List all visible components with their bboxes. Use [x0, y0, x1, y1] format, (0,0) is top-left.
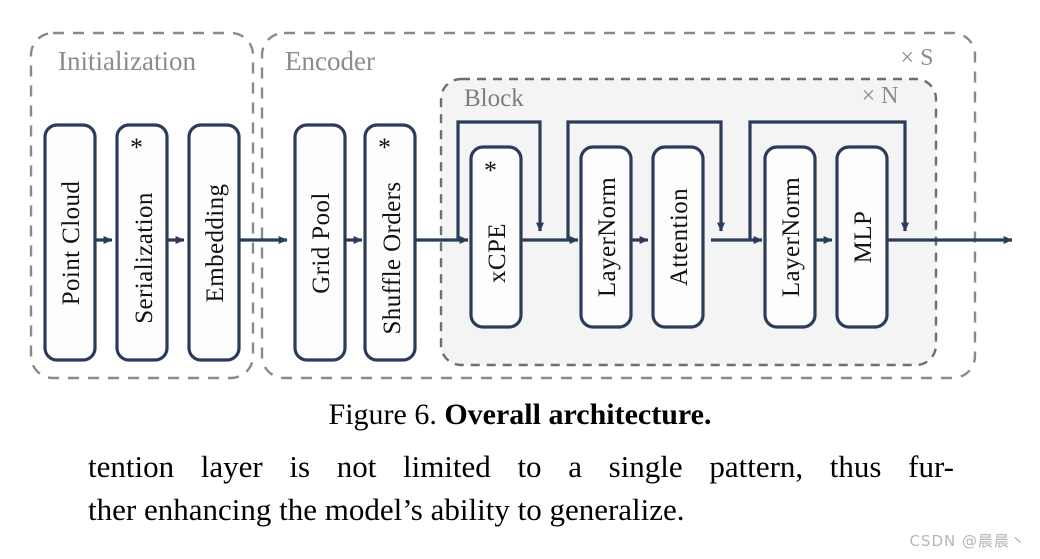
node-serialization[interactable]: * Serialization — [115, 123, 169, 362]
node-label-embedding: Embedding — [202, 183, 229, 302]
body-text: tention layer is not limited to a single… — [88, 445, 954, 531]
node-layernorm-1[interactable]: LayerNorm — [579, 145, 633, 329]
group-container-initialization — [29, 31, 255, 380]
node-shuffle-orders[interactable]: * Shuffle Orders — [363, 123, 417, 362]
node-label-layernorm-1: LayerNorm — [594, 177, 621, 297]
skip-connection-mlp — [748, 120, 909, 240]
node-box-mlp — [835, 145, 889, 329]
node-star-shuffle-orders: * — [378, 133, 391, 162]
node-label-shuffle-orders: Shuffle Orders — [379, 181, 406, 334]
node-label-grid-pool: Grid Pool — [308, 192, 335, 294]
figure-caption: Figure 6. Overall architecture. — [0, 398, 1040, 432]
node-box-serialization — [115, 123, 169, 362]
node-label-attention: Attention — [666, 188, 693, 286]
node-box-xcpe — [469, 145, 523, 329]
node-label-xcpe: xCPE — [484, 223, 511, 283]
body-line-1: tention layer is not limited to a single… — [88, 449, 954, 484]
node-box-attention — [651, 145, 705, 329]
caption-title: Overall architecture. — [444, 398, 712, 431]
node-label-point-cloud: Point Cloud — [58, 181, 85, 306]
repeat-label-block: × N — [862, 83, 899, 109]
group-label-encoder: Encoder — [285, 46, 375, 76]
repeat-label-encoder: × S — [901, 45, 934, 71]
skip-connection-attention — [566, 120, 725, 240]
node-box-layernorm-2 — [763, 145, 817, 329]
group-label-initialization: Initialization — [58, 46, 196, 76]
skip-connection-xcpe — [456, 120, 544, 240]
body-line-2: ther enhancing the model’s ability to ge… — [88, 492, 685, 527]
node-point-cloud[interactable]: Point Cloud — [43, 123, 97, 362]
figure-diagram: Initialization Encoder Block × S × N — [29, 31, 1013, 380]
architecture-svg: Initialization Encoder Block × S × N — [29, 31, 1013, 380]
watermark: CSDN @晨晨丶 — [909, 532, 1026, 550]
node-star-serialization: * — [130, 133, 143, 162]
node-attention[interactable]: Attention — [651, 145, 705, 329]
node-label-mlp: MLP — [850, 211, 877, 264]
node-mlp[interactable]: MLP — [835, 145, 889, 329]
caption-number: Figure 6. — [328, 398, 437, 431]
node-box-grid-pool — [293, 123, 347, 362]
node-box-layernorm-1 — [579, 145, 633, 329]
node-embedding[interactable]: Embedding — [187, 123, 241, 362]
node-grid-pool[interactable]: Grid Pool — [293, 123, 347, 362]
node-box-point-cloud — [43, 123, 97, 362]
node-label-serialization: Serialization — [131, 192, 158, 324]
node-box-shuffle-orders — [363, 123, 417, 362]
node-label-layernorm-2: LayerNorm — [778, 177, 805, 297]
block-label: Block — [464, 85, 524, 112]
node-layernorm-2[interactable]: LayerNorm — [763, 145, 817, 329]
node-star-xcpe: * — [484, 156, 497, 185]
node-box-embedding — [187, 123, 241, 362]
node-xcpe[interactable]: * xCPE — [469, 145, 523, 329]
